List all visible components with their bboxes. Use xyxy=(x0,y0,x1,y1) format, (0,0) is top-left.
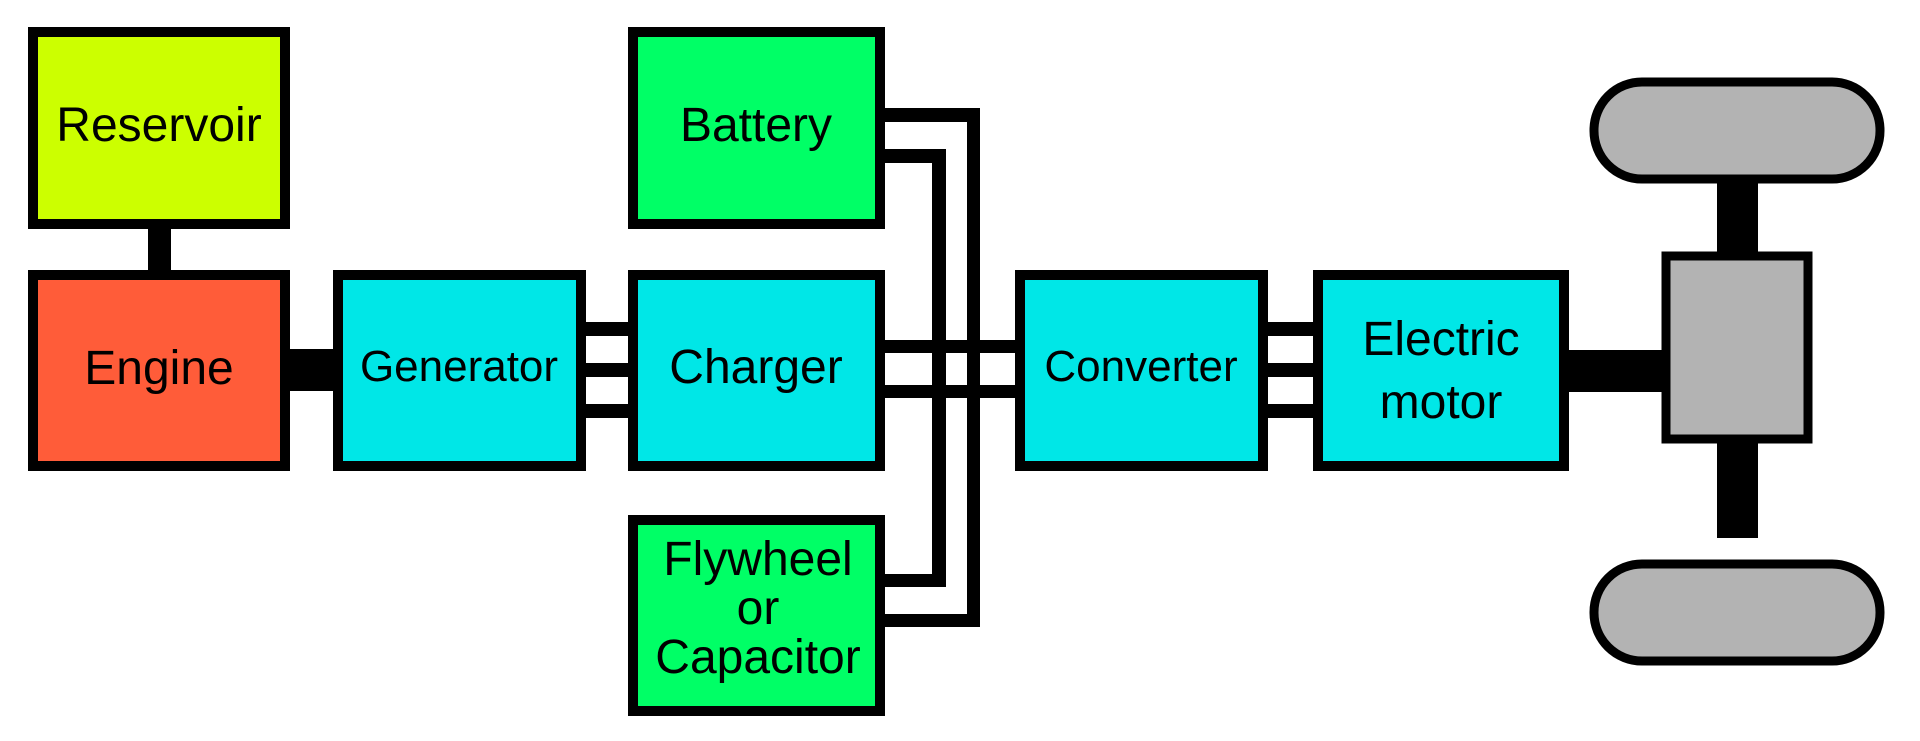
flywheel-capacitor-block: Flywheel or Capacitor xyxy=(628,515,885,716)
reservoir-label: Reservoir xyxy=(56,99,261,152)
engine-box xyxy=(28,270,290,471)
flywheel-label-line-1: Flywheel xyxy=(663,533,852,586)
charger-label: Charger xyxy=(669,341,842,394)
engine-label: Engine xyxy=(84,342,233,395)
connectors xyxy=(148,108,1758,627)
charger-converter-wire-1 xyxy=(885,340,1015,353)
reservoir-block: Reservoir xyxy=(28,27,290,229)
generator-label: Generator xyxy=(360,342,558,391)
battery-wire-outer-v xyxy=(967,108,980,627)
converter-motor-wire-3 xyxy=(1268,404,1313,418)
converter-label: Converter xyxy=(1044,342,1237,391)
flywheel-wire-inner-h xyxy=(885,574,946,587)
flywheel-wire-outer-h xyxy=(885,614,980,627)
motor-label-line-2: motor xyxy=(1380,376,1503,429)
blocks: Reservoir Engine Generator Battery Charg… xyxy=(28,27,1885,716)
charger-block: Charger xyxy=(628,270,885,471)
motor-box xyxy=(1313,270,1569,471)
engine-generator-shaft xyxy=(288,349,333,391)
battery-box xyxy=(628,27,885,229)
converter-block: Converter xyxy=(1015,270,1268,471)
converter-motor-wire-1 xyxy=(1268,322,1313,336)
battery-wire-inner-v xyxy=(932,149,946,587)
flywheel-label-line-3: Capacitor xyxy=(655,631,860,684)
engine-block: Engine xyxy=(28,270,290,471)
axle-bottom xyxy=(1717,442,1758,538)
electric-motor-block: Electric motor xyxy=(1313,270,1569,471)
charger-box xyxy=(628,270,885,471)
battery-wire-outer-h xyxy=(885,108,980,122)
gearbox-differential xyxy=(1661,251,1813,444)
reservoir-box xyxy=(28,27,290,229)
generator-charger-wire-1 xyxy=(585,322,628,336)
wheel-bottom-icon xyxy=(1589,559,1885,666)
wheel-top-icon xyxy=(1589,77,1885,184)
flywheel-label-line-2: or xyxy=(737,582,780,635)
battery-wire-inner-h xyxy=(885,149,946,163)
generator-box xyxy=(333,270,586,471)
flywheel-box xyxy=(628,515,885,716)
fuel-line-connector xyxy=(148,229,171,270)
motor-label-line-1: Electric xyxy=(1362,313,1519,366)
battery-block: Battery xyxy=(628,27,885,229)
generator-charger-wire-2 xyxy=(585,363,628,377)
generator-charger-wire-3 xyxy=(585,404,628,418)
generator-block: Generator xyxy=(333,270,586,471)
converter-motor-wire-2 xyxy=(1268,363,1313,377)
charger-converter-wire-2 xyxy=(885,385,1015,398)
motor-gearbox-shaft xyxy=(1568,350,1663,392)
converter-box xyxy=(1015,270,1268,471)
battery-label: Battery xyxy=(680,99,832,152)
